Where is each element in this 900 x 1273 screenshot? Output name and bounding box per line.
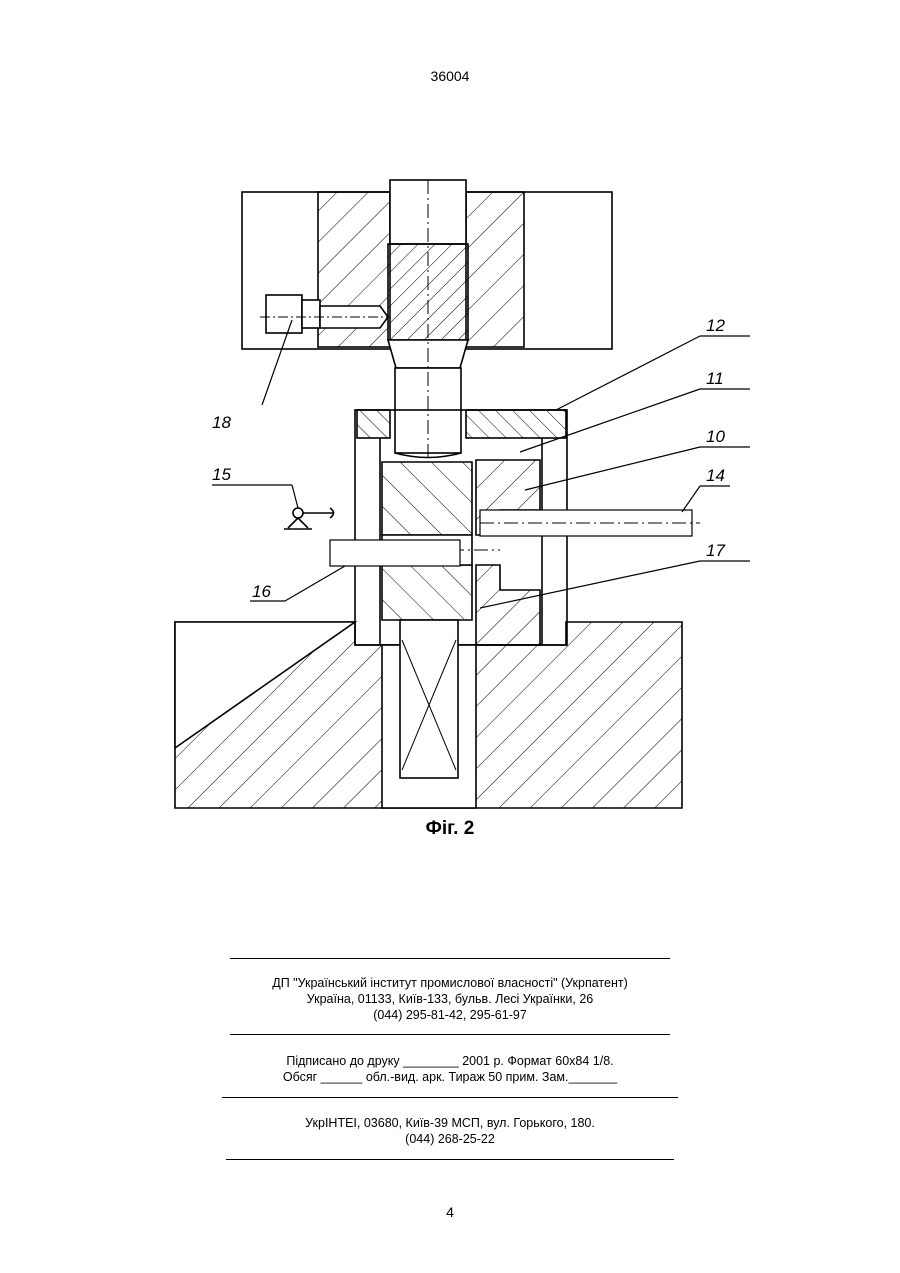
imprint-printer-phone: (044) 268-25-22 [0, 1131, 900, 1147]
figure-caption: Фіг. 2 [0, 818, 900, 840]
label-12: 12 [706, 316, 725, 335]
label-11: 11 [706, 369, 724, 388]
imprint-print-line-2: Обсяг ______ обл.-вид. арк. Тираж 50 при… [0, 1069, 900, 1085]
divider [226, 1159, 674, 1160]
imprint-org: ДП "Український інститут промислової вла… [0, 975, 900, 991]
document-number: 36004 [0, 68, 900, 84]
divider [222, 1097, 678, 1098]
label-14: 14 [706, 466, 725, 485]
divider [230, 1034, 670, 1035]
label-17: 17 [706, 541, 725, 560]
label-16: 16 [252, 582, 271, 601]
label-15: 15 [212, 465, 231, 484]
imprint-print-line-1: Підписано до друку ________ 2001 р. Форм… [0, 1053, 900, 1069]
imprint-phone: (044) 295-81-42, 295-61-97 [0, 1007, 900, 1023]
figure-2-drawing: 12 11 10 14 17 15 16 18 [150, 170, 750, 820]
label-18: 18 [212, 413, 231, 432]
label-10: 10 [706, 427, 725, 446]
imprint-printer: УкрІНТЕІ, 03680, Київ-39 МСП, вул. Горьк… [0, 1115, 900, 1131]
page-number: 4 [0, 1204, 900, 1220]
divider [230, 958, 670, 959]
imprint-address: Україна, 01133, Київ-133, бульв. Лесі Ук… [0, 991, 900, 1007]
